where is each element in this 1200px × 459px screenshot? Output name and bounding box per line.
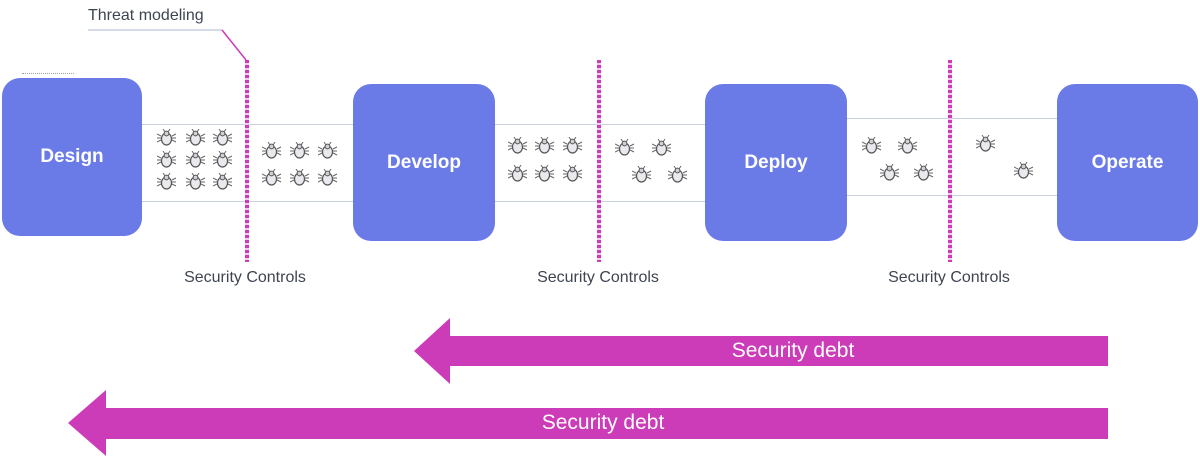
bug-icon: [879, 163, 900, 182]
security-debt-arrow-short: [414, 318, 1108, 384]
bug-icon: [1013, 161, 1034, 180]
bug-icon: [185, 172, 206, 191]
bug-icon: [975, 134, 996, 153]
stage-deploy: Deploy: [705, 84, 847, 241]
security-controls-caption: Security Controls: [537, 269, 659, 286]
pipe-deploy-operate: [846, 118, 1058, 196]
bug-icon: [185, 128, 206, 147]
bug-icon: [667, 165, 688, 184]
dotted-divider: [22, 73, 74, 74]
bug-icon: [861, 136, 882, 155]
security-debt-arrow-long: [68, 390, 1108, 456]
bug-icon: [212, 150, 233, 169]
stage-operate: Operate: [1057, 84, 1198, 241]
bug-icon: [897, 136, 918, 155]
bug-icon: [913, 163, 934, 182]
bug-icon: [631, 165, 652, 184]
bug-icon: [156, 150, 177, 169]
bug-icon: [212, 172, 233, 191]
security-controls-caption: Security Controls: [184, 269, 306, 286]
bug-icon: [507, 136, 528, 155]
bug-icon: [156, 172, 177, 191]
bug-icon: [156, 128, 177, 147]
stage-design: Design: [2, 78, 142, 236]
bug-icon: [317, 168, 338, 187]
bug-icon: [317, 141, 338, 160]
bug-icon: [507, 164, 528, 183]
leader-diagonal: [221, 29, 247, 61]
bug-icon: [289, 141, 310, 160]
threat-modeling-label: Threat modeling: [88, 7, 204, 24]
security-control-gate: [597, 60, 601, 262]
security-control-gate: [948, 60, 952, 262]
bug-icon: [261, 168, 282, 187]
bug-icon: [261, 141, 282, 160]
threat-modeling-gate: [245, 60, 249, 262]
security-controls-caption: Security Controls: [888, 269, 1010, 286]
security-debt-label: Security debt: [731, 339, 855, 362]
bug-icon: [185, 150, 206, 169]
bug-icon: [614, 138, 635, 157]
bug-icon: [289, 168, 310, 187]
bug-icon: [534, 164, 555, 183]
bug-icon: [212, 128, 233, 147]
security-debt-label: Security debt: [541, 411, 665, 434]
bug-icon: [651, 138, 672, 157]
bug-icon: [534, 136, 555, 155]
bug-icon: [562, 164, 583, 183]
stage-develop: Develop: [353, 84, 495, 241]
bug-icon: [562, 136, 583, 155]
